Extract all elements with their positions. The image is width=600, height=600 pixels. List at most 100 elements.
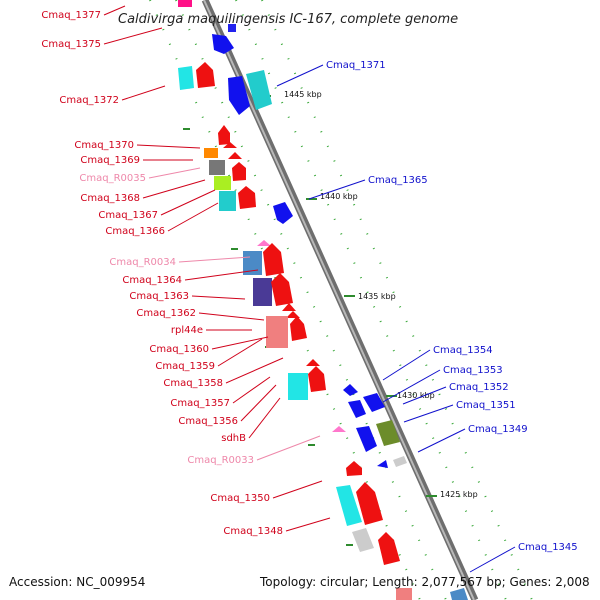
gene-arrow — [378, 532, 400, 565]
label-leader-line — [103, 27, 163, 45]
gene-label[interactable]: Cmaq_1349 — [468, 424, 528, 435]
gene-label[interactable]: Cmaq_1365 — [368, 175, 428, 186]
gene-arrow — [356, 482, 383, 525]
gene-arrow — [377, 460, 388, 468]
gene-label[interactable]: Cmaq_R0035 — [79, 173, 146, 184]
label-leader-line — [121, 85, 166, 101]
tick-label-1430: 1430 kbp — [397, 391, 435, 400]
gene-arrow — [336, 485, 362, 526]
gene-label[interactable]: Cmaq_R0034 — [109, 257, 176, 268]
tick-label-1440: 1440 kbp — [320, 192, 358, 201]
gene-label[interactable]: Cmaq_1348 — [223, 526, 283, 537]
gene-arrow — [343, 384, 358, 396]
label-leader-line — [217, 338, 263, 367]
label-leader-line — [382, 349, 431, 381]
label-leader-line — [178, 256, 251, 263]
gene-arrow — [263, 243, 284, 276]
label-leader-line — [103, 5, 126, 16]
gene-arrow — [352, 528, 374, 552]
gene-label[interactable]: Cmaq_1369 — [80, 155, 140, 166]
gene-label[interactable]: Cmaq_1372 — [59, 95, 119, 106]
gene-label[interactable]: Cmaq_1358 — [163, 378, 223, 389]
genome-backbone — [201, 0, 479, 600]
gene-label[interactable]: Cmaq_1353 — [443, 365, 503, 376]
gene-label[interactable]: Cmaq_1352 — [449, 382, 509, 393]
label-leader-line — [160, 189, 216, 216]
gene-arrow — [223, 142, 237, 148]
gene-label[interactable]: Cmaq_1367 — [98, 210, 158, 221]
label-leader-line — [240, 384, 277, 422]
gene-feature — [253, 278, 272, 306]
gene-label[interactable]: Cmaq_1356 — [178, 416, 238, 427]
gene-label[interactable]: Cmaq_1368 — [80, 193, 140, 204]
gene-label[interactable]: Cmaq_1360 — [149, 344, 209, 355]
gene-arrow — [228, 152, 242, 159]
gene-arrow — [228, 76, 250, 115]
gene-label[interactable]: Cmaq_1364 — [122, 275, 182, 286]
reverse-genes — [212, 24, 468, 600]
gene-label[interactable]: rpl44e — [171, 325, 203, 336]
label-leader-line — [417, 428, 466, 453]
gene-feature — [266, 316, 288, 348]
gene-label[interactable]: Cmaq_R0033 — [187, 455, 254, 466]
label-leader-line — [403, 404, 454, 423]
label-leader-line — [211, 336, 269, 350]
label-leader-line — [285, 517, 331, 532]
gene-arrow — [286, 311, 300, 318]
gene-label[interactable]: Cmaq_1375 — [41, 39, 101, 50]
gene-arrow — [306, 359, 320, 366]
label-leader-line — [198, 312, 265, 321]
gene-feature — [288, 373, 308, 400]
gene-label[interactable]: Cmaq_1363 — [129, 291, 189, 302]
gene-feature — [219, 191, 236, 211]
label-leader-line — [308, 179, 366, 200]
gene-arrow — [356, 426, 377, 452]
gene-label[interactable]: Cmaq_1366 — [105, 226, 165, 237]
gene-arrow — [450, 588, 468, 600]
gene-arrow — [282, 303, 296, 311]
gene-arrow — [393, 456, 407, 467]
gene-arrow — [232, 162, 246, 181]
label-leader-line — [225, 357, 284, 384]
gene-label[interactable]: Cmaq_1345 — [518, 542, 578, 553]
gene-label[interactable]: Cmaq_1350 — [210, 493, 270, 504]
label-leader-line — [402, 386, 447, 405]
tick-label-1445: 1445 kbp — [284, 90, 322, 99]
gene-arrow — [376, 420, 400, 446]
gene-label[interactable]: Cmaq_1362 — [136, 308, 196, 319]
gene-arrow — [332, 426, 346, 432]
accession-text: Accession: NC_009954 — [9, 575, 145, 589]
gene-feature — [178, 0, 192, 7]
label-leader-line — [272, 480, 323, 499]
forward-genes — [178, 0, 412, 600]
tick-label-1425: 1425 kbp — [440, 490, 478, 499]
gene-label[interactable]: sdhB — [221, 433, 246, 444]
gene-label[interactable]: Cmaq_1351 — [456, 400, 516, 411]
gene-label[interactable]: Cmaq_1371 — [326, 60, 386, 71]
gene-arrow — [273, 202, 293, 224]
gene-feature — [228, 24, 236, 32]
right-label-group: Cmaq_1371Cmaq_1365Cmaq_1354Cmaq_1353Cmaq… — [276, 60, 578, 573]
left-label-group: Cmaq_1377Cmaq_1375Cmaq_1372Cmaq_1370Cmaq… — [41, 5, 331, 537]
gene-arrow — [196, 62, 215, 88]
gene-arrow — [308, 366, 326, 392]
label-leader-line — [191, 295, 246, 300]
gene-feature — [209, 160, 225, 175]
gene-feature — [214, 176, 231, 190]
label-leader-line — [232, 376, 271, 404]
tick-label-1435: 1435 kbp — [358, 292, 396, 301]
gene-label[interactable]: Cmaq_1354 — [433, 345, 493, 356]
gene-label[interactable]: Cmaq_1370 — [74, 140, 134, 151]
topology-text: Topology: circular; Length: 2,077,567 bp… — [259, 575, 590, 589]
label-leader-line — [248, 397, 281, 439]
gene-arrow — [290, 316, 307, 341]
label-leader-line — [167, 202, 219, 232]
gene-label[interactable]: Cmaq_1377 — [41, 10, 101, 21]
gene-label[interactable]: Cmaq_1357 — [170, 398, 230, 409]
gene-label[interactable]: Cmaq_1359 — [155, 361, 215, 372]
label-leader-line — [276, 64, 324, 87]
gene-arrow — [218, 125, 230, 145]
label-leader-line — [382, 369, 441, 403]
